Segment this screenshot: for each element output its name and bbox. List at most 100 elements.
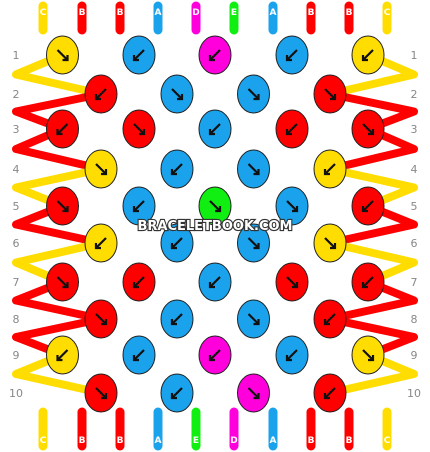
knot: [237, 299, 270, 339]
arrow-se-icon: [171, 88, 183, 100]
arrow-se-icon: [56, 276, 69, 288]
knot: [84, 74, 118, 114]
row-number-right: 6: [411, 237, 418, 250]
arrow-sw-icon: [171, 163, 183, 175]
row-number-left: 4: [13, 163, 20, 176]
arrow-sw-icon: [95, 237, 107, 249]
knot: [313, 74, 347, 114]
knot: [46, 335, 79, 375]
arrow-se-icon: [247, 88, 260, 100]
arrow-sw-icon: [324, 163, 336, 175]
arrow-se-icon: [324, 237, 336, 249]
knot: [84, 373, 118, 413]
bottom-strand-label: C: [384, 436, 391, 446]
knot: [275, 109, 309, 149]
top-strand-label: B: [117, 8, 124, 18]
knot: [122, 335, 156, 375]
knot: [122, 186, 156, 226]
knot: [160, 223, 194, 263]
knot: [198, 262, 232, 302]
arrow-sw-icon: [324, 313, 336, 325]
bottom-strand-label: A: [155, 436, 162, 446]
arrow-se-icon: [133, 123, 145, 135]
arrow-se-icon: [247, 237, 260, 249]
knot: [351, 109, 385, 149]
arrow-sw-icon: [209, 49, 221, 61]
knots-layer: [46, 35, 385, 413]
arrow-sw-icon: [56, 349, 69, 361]
bottom-strand-label: E: [193, 436, 199, 446]
top-strand-label: B: [308, 8, 315, 18]
knot: [275, 262, 309, 302]
row-number-right: 2: [411, 88, 418, 101]
row-number-right: 9: [411, 349, 418, 362]
knot: [237, 373, 270, 413]
bottom-strand-label: A: [270, 436, 277, 446]
row-number-right: 8: [411, 313, 418, 326]
arrow-se-icon: [247, 313, 260, 325]
arrow-se-icon: [324, 88, 336, 100]
knot: [198, 335, 232, 375]
knot: [198, 109, 232, 149]
knot: [46, 109, 79, 149]
arrow-sw-icon: [286, 123, 298, 135]
bottom-strand-label: C: [40, 436, 47, 446]
top-strand-label: B: [79, 8, 86, 18]
arrow-sw-icon: [95, 88, 107, 100]
row-number-right: 3: [411, 123, 418, 136]
row-number-left: 2: [13, 88, 20, 101]
knot: [198, 35, 232, 75]
arrow-sw-icon: [209, 276, 221, 288]
row-number-left: 10: [9, 387, 23, 400]
knot: [237, 223, 270, 263]
top-strand-label: A: [155, 8, 162, 18]
arrow-se-icon: [209, 200, 221, 212]
knot: [46, 35, 79, 75]
arrow-sw-icon: [133, 49, 145, 61]
knot: [122, 262, 156, 302]
top-strand-label: E: [231, 8, 237, 18]
row-number-left: 7: [13, 276, 20, 289]
arrow-sw-icon: [171, 313, 183, 325]
arrow-sw-icon: [362, 49, 374, 61]
knot: [275, 35, 309, 75]
bottom-strand-label: B: [79, 436, 86, 446]
row-number-right: 7: [411, 276, 418, 289]
row-number-right: 5: [411, 200, 418, 213]
arrow-se-icon: [56, 200, 69, 212]
row-number-left: 8: [13, 313, 20, 326]
knot: [122, 109, 156, 149]
knot: [313, 149, 347, 189]
row-number-left: 6: [13, 237, 20, 250]
knot: [122, 35, 156, 75]
top-strand-label: B: [346, 8, 353, 18]
knot: [275, 335, 309, 375]
knot: [84, 223, 118, 263]
knot: [275, 186, 309, 226]
knot: [84, 299, 118, 339]
arrow-sw-icon: [171, 387, 183, 399]
top-strand-label: D: [192, 8, 199, 18]
row-number-right: 4: [411, 163, 418, 176]
knot: [313, 223, 347, 263]
knot: [46, 186, 79, 226]
knot: [84, 149, 118, 189]
top-strand-label: C: [384, 8, 391, 18]
arrow-sw-icon: [324, 387, 336, 399]
row-number-left: 3: [13, 123, 20, 136]
knot: [46, 262, 79, 302]
knot: [351, 335, 385, 375]
bottom-strand-label: B: [308, 436, 315, 446]
knot: [237, 74, 270, 114]
arrow-sw-icon: [133, 349, 145, 361]
arrow-se-icon: [286, 200, 298, 212]
bottom-strand-label: B: [117, 436, 124, 446]
knot: [198, 186, 232, 226]
knot: [160, 74, 194, 114]
bottom-strand-label: B: [346, 436, 353, 446]
arrow-sw-icon: [286, 349, 298, 361]
row-number-right: 1: [411, 49, 418, 62]
arrow-se-icon: [95, 387, 107, 399]
